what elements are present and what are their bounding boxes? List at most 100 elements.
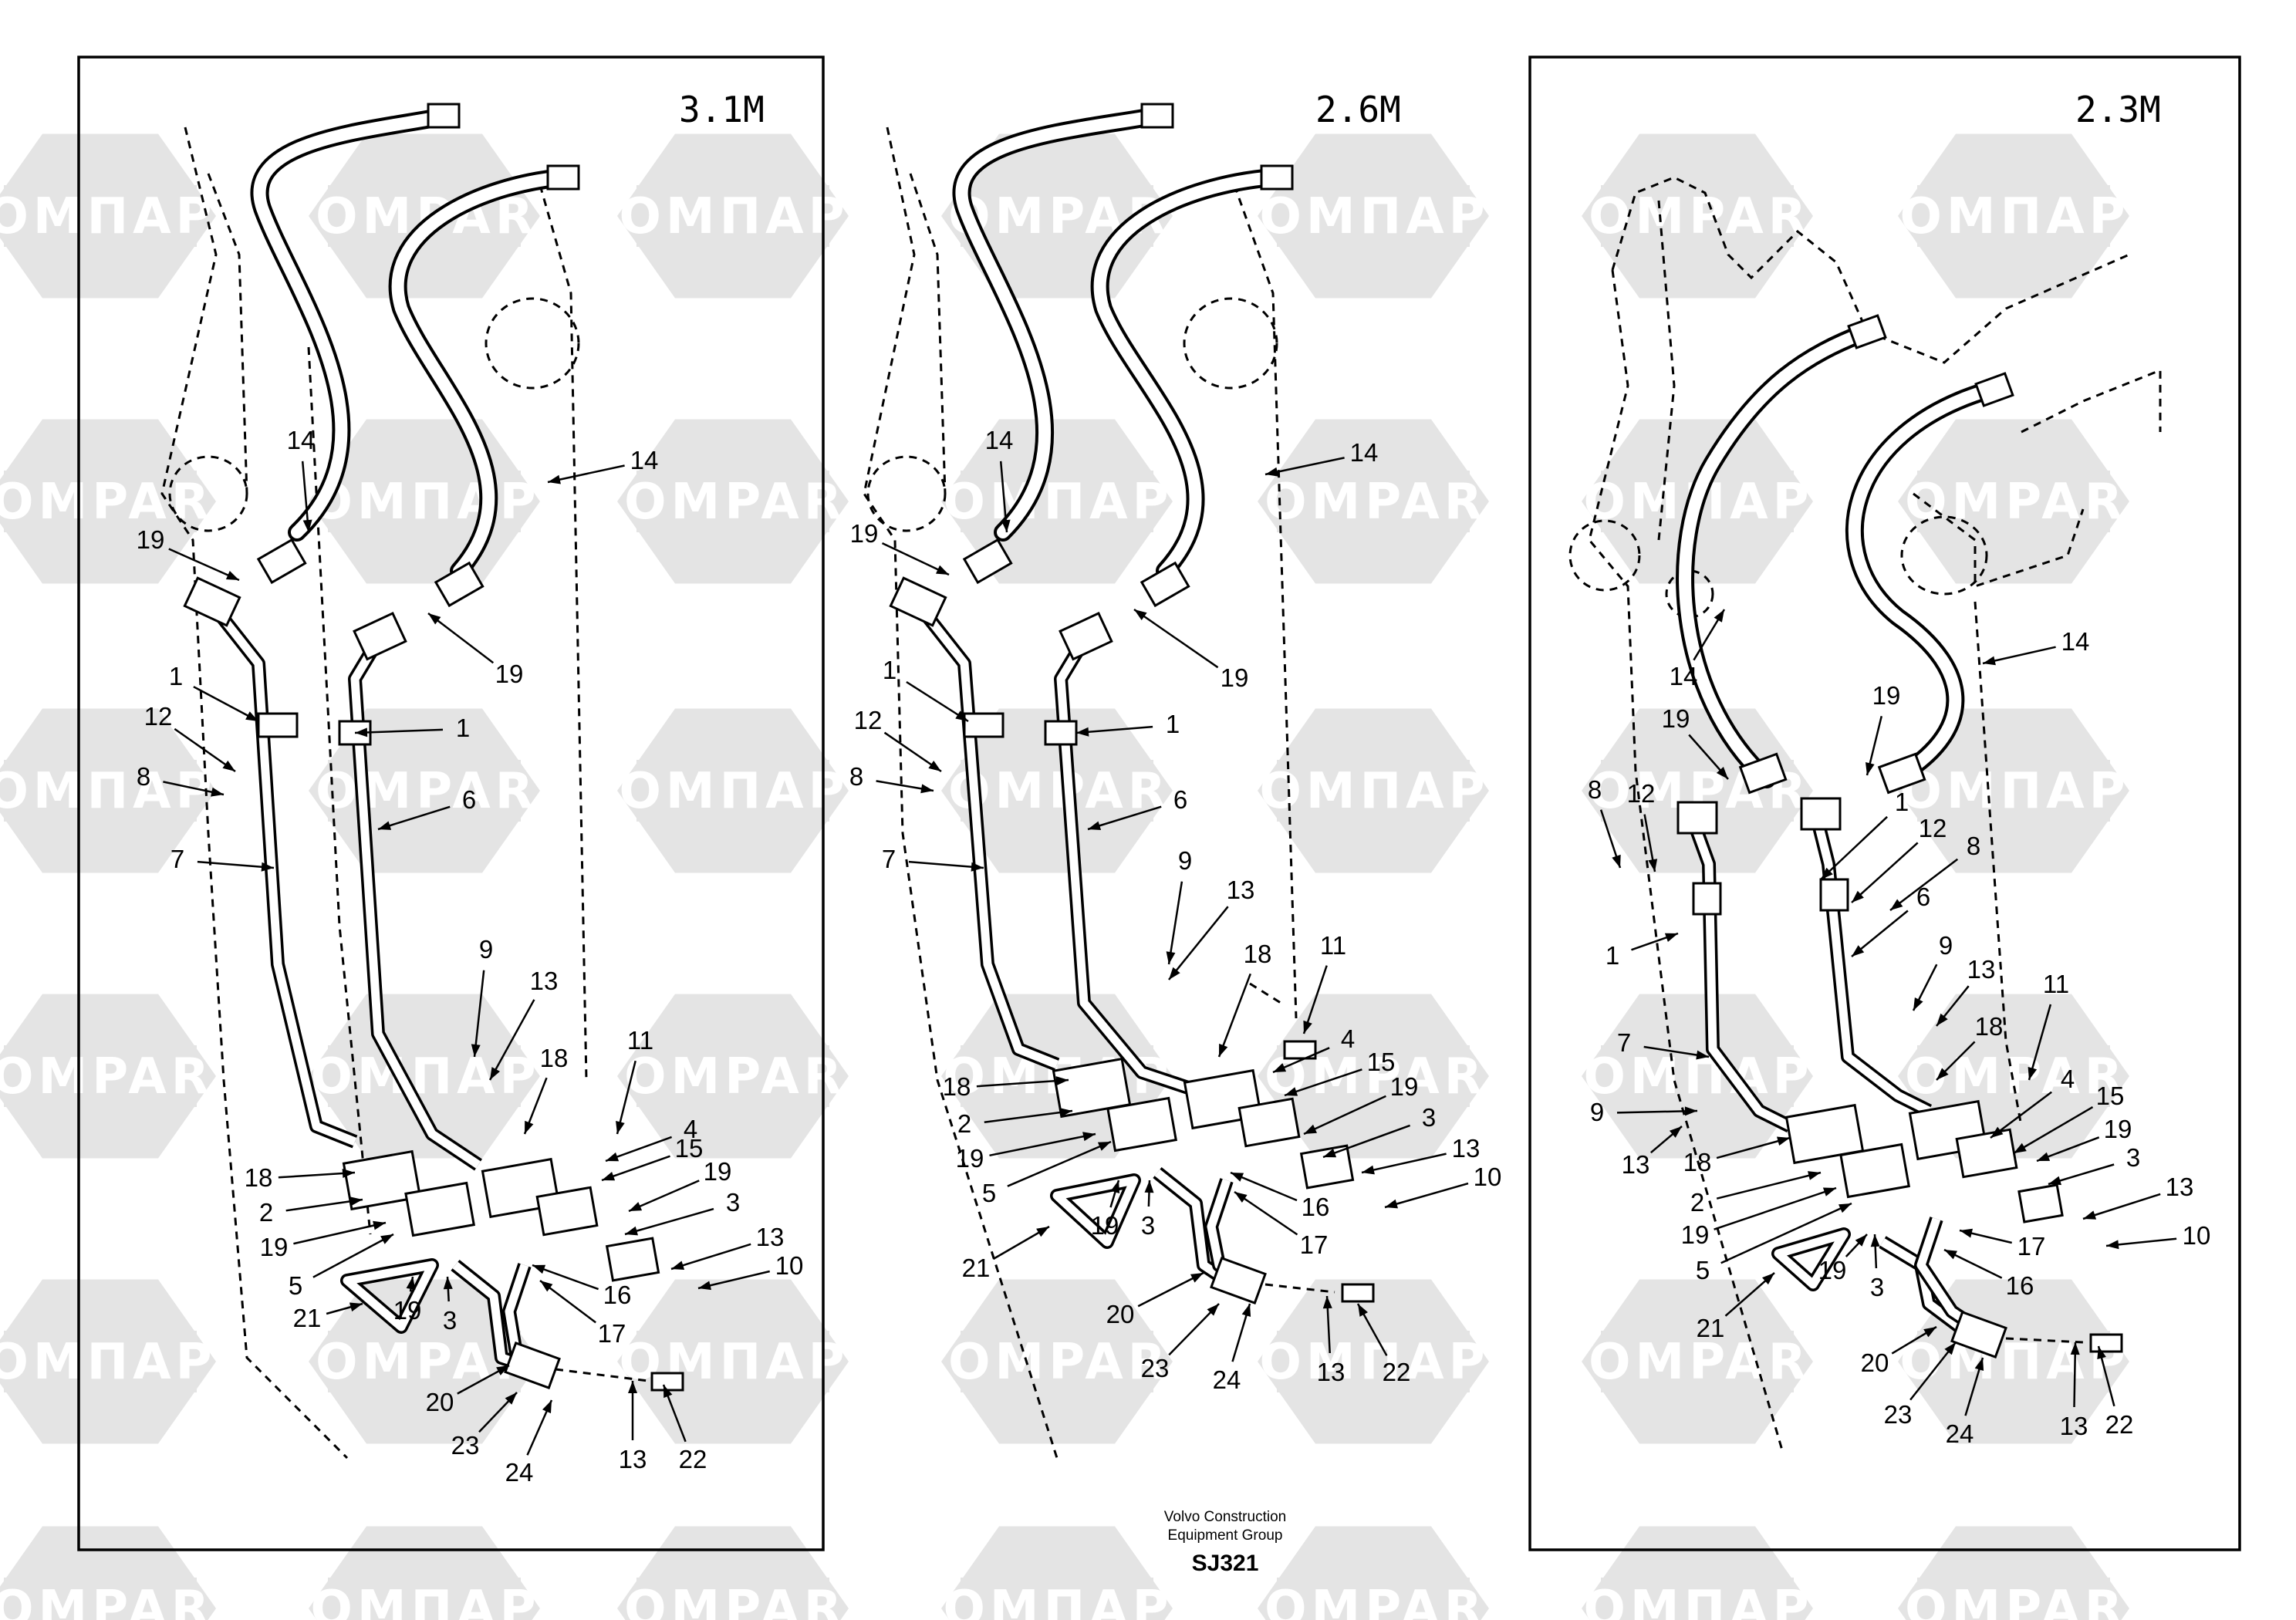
callout-arrowhead xyxy=(380,1234,393,1244)
callout-number: 19 xyxy=(1390,1072,1419,1101)
callout-number: 19 xyxy=(137,525,165,554)
callout-arrowhead xyxy=(1241,1304,1251,1317)
callout-arrowhead xyxy=(1777,1136,1790,1146)
callout-number: 4 xyxy=(2061,1065,2075,1093)
callout-number: 8 xyxy=(137,762,150,791)
callout-arrowhead xyxy=(1664,933,1678,942)
watermark-band xyxy=(1917,760,2110,822)
callout-number: 2 xyxy=(1690,1188,1704,1217)
callout-arrowhead xyxy=(1923,1327,1936,1338)
callout-arrowhead xyxy=(1852,890,1864,903)
footer-company: Volvo Construction Equipment Group xyxy=(1071,1508,1379,1545)
callout-arrowhead xyxy=(1285,1087,1298,1096)
callout-number: 3 xyxy=(1141,1211,1155,1240)
callout-number: 6 xyxy=(1173,785,1187,814)
callout-leader xyxy=(278,1171,356,1179)
callout-arrowhead xyxy=(1082,1132,1096,1142)
callout-number: 10 xyxy=(775,1251,804,1280)
callout-leader xyxy=(908,860,984,869)
callout-leader xyxy=(377,805,451,831)
watermark-text: KOMПAPT xyxy=(903,474,1211,531)
callout-number: 3 xyxy=(2126,1143,2140,1172)
callout-leader xyxy=(616,1060,636,1135)
callout-arrowhead xyxy=(1838,1203,1852,1213)
callout-number: 16 xyxy=(2006,1271,2034,1300)
callout-arrowhead xyxy=(1322,1296,1332,1309)
watermark-text: COMPART xyxy=(583,1048,883,1105)
callout-number: 7 xyxy=(171,845,184,873)
callout-leader xyxy=(1720,1202,1852,1264)
callout-number: 17 xyxy=(1300,1230,1329,1259)
view-2-3m xyxy=(1568,176,2162,1451)
callout-number: 7 xyxy=(1617,1028,1631,1057)
callout-number: 19 xyxy=(1662,704,1690,733)
callout-leader xyxy=(168,548,240,582)
callout-arrowhead xyxy=(1821,867,1833,879)
callout-arrowhead xyxy=(1974,1358,1984,1371)
callout-number: 13 xyxy=(2166,1173,2194,1201)
callout-arrowhead xyxy=(1808,1171,1821,1180)
callout-arrowhead xyxy=(606,1152,620,1162)
callout-number: 12 xyxy=(854,706,883,734)
callout-leader xyxy=(1820,815,1888,880)
callout-number: 2 xyxy=(957,1109,971,1138)
callout-number: 14 xyxy=(287,426,316,454)
callout-number: 24 xyxy=(1946,1419,1974,1448)
watermark-text: COMPART xyxy=(1864,1581,2163,1620)
callout-number: 9 xyxy=(479,935,493,964)
watermark-band xyxy=(1917,185,2110,247)
callout-number: 13 xyxy=(1622,1150,1650,1179)
callout-arrowhead xyxy=(1234,1192,1248,1203)
view-label-3-1m: 3.1M xyxy=(679,89,765,130)
callout-number: 16 xyxy=(1302,1193,1330,1221)
watermark-text: COMPART xyxy=(583,474,883,531)
callout-number: 23 xyxy=(451,1431,480,1460)
callout-number: 15 xyxy=(675,1134,704,1163)
callout-number: 22 xyxy=(2105,1410,2134,1439)
callout-number: 2 xyxy=(259,1198,273,1227)
callout-arrowhead xyxy=(1944,1342,1956,1355)
callout-number: 21 xyxy=(962,1254,991,1282)
callout-arrowhead xyxy=(355,727,368,737)
callout-number: 23 xyxy=(1884,1400,1913,1429)
callout-leader xyxy=(2013,1106,2094,1155)
callout-arrowhead xyxy=(211,787,224,797)
callout-number: 8 xyxy=(1588,775,1602,804)
watermark-text: KOMПAPT xyxy=(270,1048,579,1105)
watermark-band xyxy=(1917,1578,2110,1620)
callout-number: 10 xyxy=(1474,1163,1502,1191)
callout-number: 17 xyxy=(598,1319,626,1348)
watermark-text: COMPART xyxy=(1548,1334,1847,1391)
watermark-band xyxy=(1277,185,1470,247)
callout-leader xyxy=(312,1233,394,1278)
callout-number: 1 xyxy=(456,714,470,742)
callout-arrowhead xyxy=(373,1220,386,1230)
watermark-band xyxy=(961,1578,1153,1620)
callout-arrowhead xyxy=(1134,609,1147,620)
watermark-text: KOMПAPT xyxy=(579,763,887,820)
callout-number: 12 xyxy=(144,702,173,731)
callout-number: 19 xyxy=(1681,1220,1710,1249)
callout-number: 1 xyxy=(169,662,183,690)
watermark-band xyxy=(636,1578,829,1620)
callout-arrowhead xyxy=(2048,1176,2061,1186)
callout-number: 22 xyxy=(1383,1358,1411,1386)
callout-number: 14 xyxy=(1670,662,1698,690)
watermark-text: KOMПAPT xyxy=(1859,188,2168,245)
callout-arrowhead xyxy=(1055,1076,1069,1086)
callout-number: 19 xyxy=(1221,663,1249,692)
watermark-band xyxy=(328,1045,521,1107)
callout-arrowhead xyxy=(1076,727,1089,737)
watermark-band xyxy=(1277,760,1470,822)
callout-arrowhead xyxy=(1144,1180,1154,1193)
watermark-text: KOMПAPT xyxy=(0,1334,255,1391)
callout-number: 20 xyxy=(1861,1348,1889,1377)
callout-arrowhead xyxy=(428,613,441,625)
callout-arrowhead xyxy=(1231,1173,1244,1182)
callout-leader xyxy=(1234,1190,1298,1236)
watermark-text: KOMПAPT xyxy=(0,188,255,245)
watermark-text: COMPART xyxy=(907,763,1207,820)
callout-leader xyxy=(1284,1068,1362,1097)
callout-arrowhead xyxy=(525,1120,534,1134)
callout-leader xyxy=(1616,1109,1698,1114)
